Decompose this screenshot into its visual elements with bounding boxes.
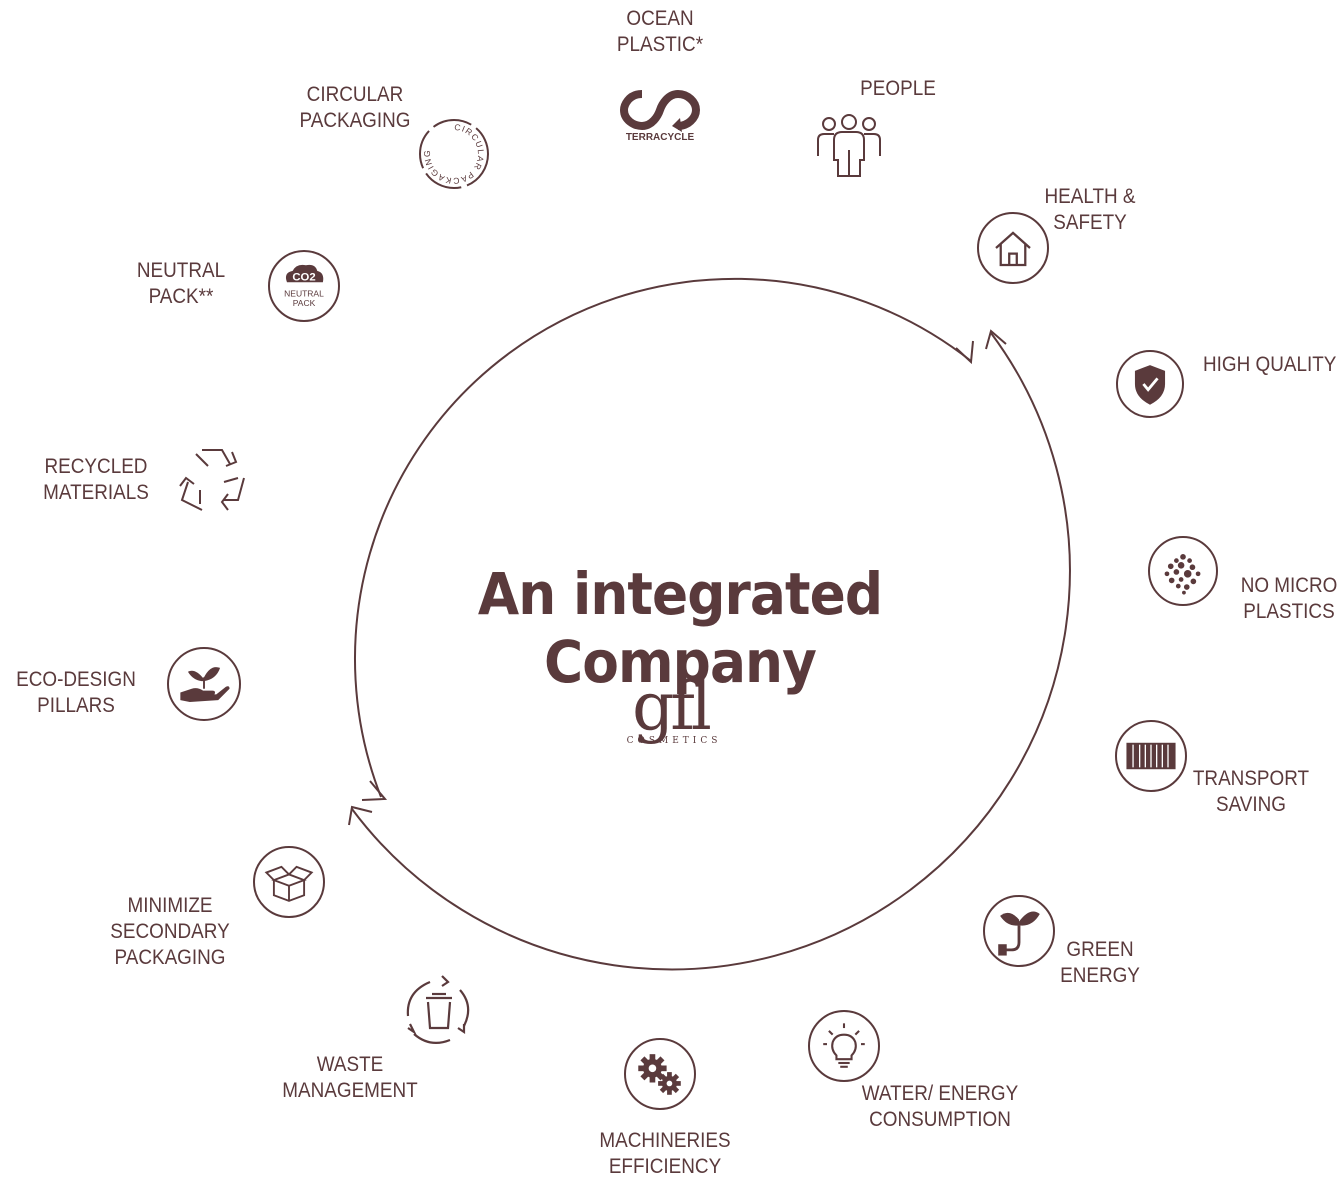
plant-plug-icon bbox=[983, 895, 1055, 967]
ring-arc-lower bbox=[351, 332, 1071, 971]
people-icon bbox=[812, 110, 886, 180]
gfl-logo: gfl COSMETICS bbox=[600, 668, 740, 747]
recycle-bin-icon bbox=[400, 970, 478, 1050]
label-waste: WASTE MANAGEMENT bbox=[282, 1053, 418, 1102]
svg-text:CO2: CO2 bbox=[292, 271, 315, 283]
arrowhead-left-start bbox=[348, 805, 373, 826]
logo-mark: gfl bbox=[632, 668, 712, 745]
label-neutral-pack: NEUTRAL PACK** bbox=[136, 259, 226, 308]
gears-icon bbox=[624, 1038, 696, 1110]
shield-check-icon bbox=[1116, 350, 1184, 418]
logo-subtitle: COSMETICS bbox=[626, 736, 722, 746]
open-box-icon bbox=[253, 846, 325, 918]
svg-text:TERRACYCLE: TERRACYCLE bbox=[626, 132, 695, 143]
label-ocean-plastic: OCEAN PLASTIC* bbox=[616, 7, 704, 56]
label-recycled: RECYCLED MATERIALS bbox=[43, 455, 149, 504]
arrowhead-right-start bbox=[985, 329, 1007, 350]
svg-text:CIRCULAR PACKAGING: CIRCULAR PACKAGING bbox=[422, 122, 486, 186]
terracycle-icon: TERRACYCLE bbox=[618, 84, 702, 144]
page-title: An integrated Company bbox=[477, 560, 883, 696]
label-circular-packaging: CIRCULAR PACKAGING bbox=[299, 83, 411, 132]
microbeads-icon bbox=[1148, 536, 1218, 606]
hand-sprout-icon bbox=[167, 647, 241, 721]
svg-text:PACK: PACK bbox=[293, 298, 316, 308]
label-eco-design: ECO-DESIGN PILLARS bbox=[16, 668, 136, 717]
container-icon bbox=[1115, 720, 1187, 792]
label-green-energy: GREEN ENERGY bbox=[1060, 938, 1140, 987]
label-water-energy: WATER/ ENERGY CONSUMPTION bbox=[861, 1082, 1019, 1131]
recycle-icon bbox=[172, 444, 252, 518]
label-high-quality: HIGH QUALITY bbox=[1203, 353, 1337, 376]
label-people: PEOPLE bbox=[860, 77, 936, 100]
arrowhead-bottom-left bbox=[361, 780, 388, 801]
label-machineries: MACHINERIES EFFICIENCY bbox=[599, 1129, 731, 1178]
ring-arc-upper bbox=[353, 277, 972, 798]
co2-cloud-icon: CO2 NEUTRAL PACK bbox=[268, 250, 340, 322]
label-transport-saving: TRANSPORT SAVING bbox=[1192, 767, 1310, 816]
lightbulb-icon bbox=[808, 1010, 880, 1082]
svg-text:NEUTRAL: NEUTRAL bbox=[284, 288, 324, 298]
house-icon bbox=[977, 212, 1049, 284]
arrowhead-top-right bbox=[955, 340, 974, 365]
label-health-safety: HEALTH & SAFETY bbox=[1044, 185, 1136, 234]
label-no-micro-plastics: NO MICRO PLASTICS bbox=[1240, 574, 1338, 623]
circular-packaging-icon: CIRCULAR PACKAGING bbox=[416, 116, 492, 192]
label-minimize: MINIMIZE SECONDARY PACKAGING bbox=[110, 894, 230, 969]
